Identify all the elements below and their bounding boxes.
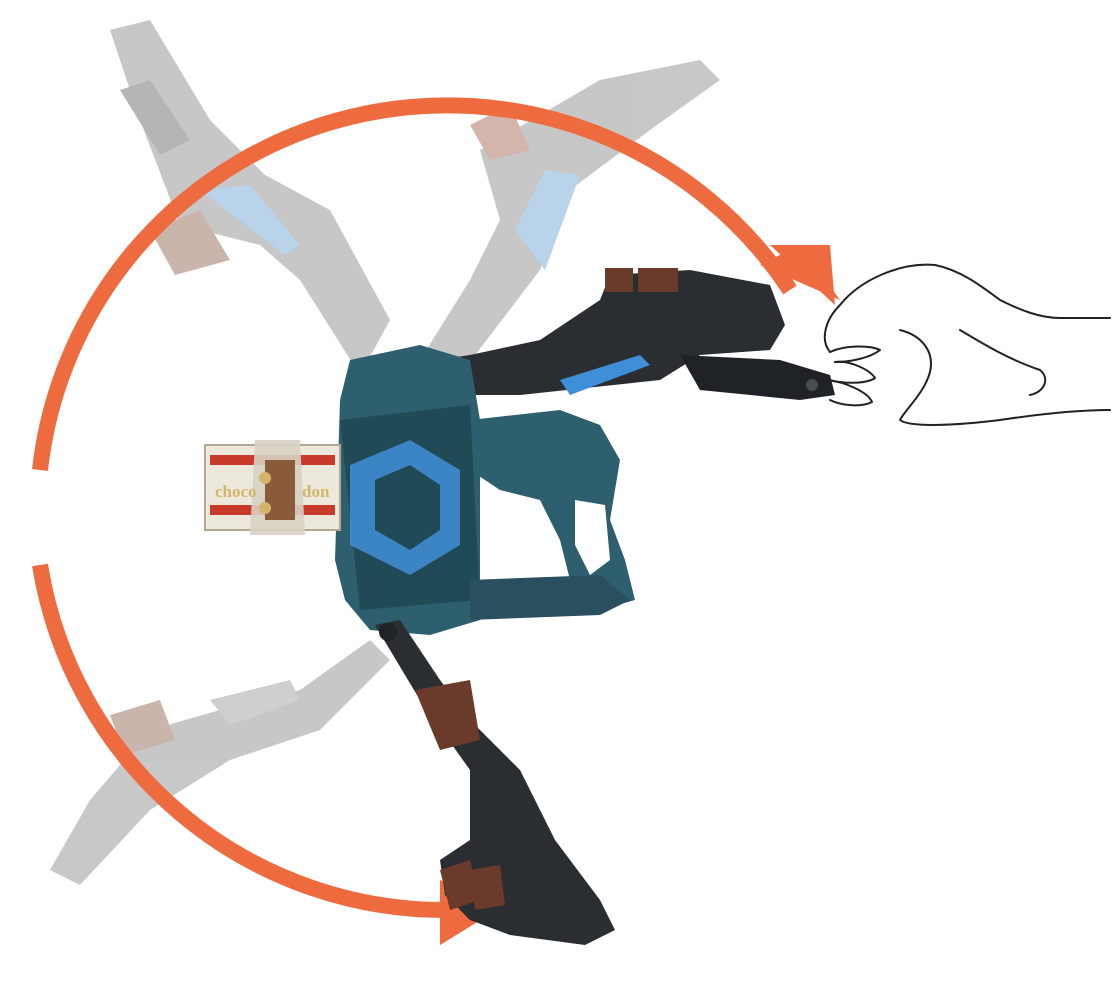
cartridge: choco don	[205, 440, 340, 535]
ghost-arm-upper-left	[110, 20, 390, 375]
cartridge-label-right: don	[302, 482, 330, 501]
blaster-body: choco don	[205, 268, 835, 945]
cartridge-label-left: choco	[215, 482, 257, 501]
hand-icon	[825, 265, 1110, 425]
blade-arm-bottom	[375, 620, 615, 945]
